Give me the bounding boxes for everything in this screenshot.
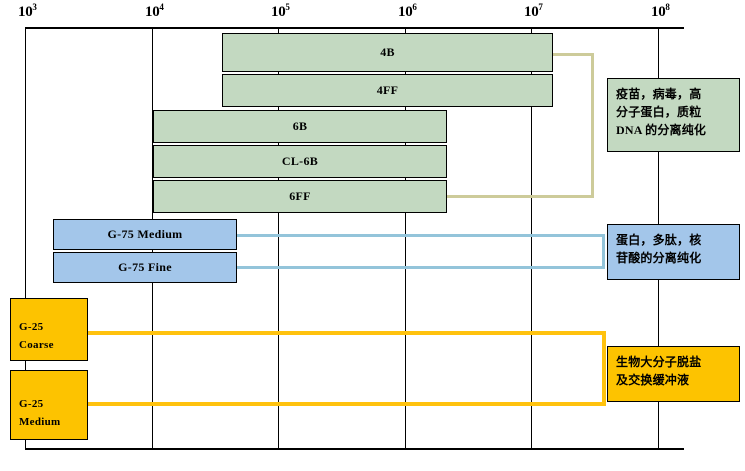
bar-6ff[interactable]: 6FF [153,180,447,213]
connector-green-bottom [446,195,594,198]
bar-cl-6b[interactable]: CL-6B [153,145,447,178]
bar-g25-coarse[interactable]: G-25 Coarse [10,298,88,361]
bar-label: G-75 Medium [107,227,183,241]
callout-g25-media: 生物大分子脱盐 及交换缓冲液 [607,346,740,402]
callout-line: 及交换缓冲液 [616,373,690,387]
axis-tick-label-1e6: 106 [398,2,417,20]
bar-label: G-75 Fine [118,260,172,274]
bar-6b[interactable]: 6B [153,110,447,143]
gridline-1e7 [531,27,533,449]
bar-label: 4B [380,45,395,59]
connector-blue-bottom [236,266,605,269]
connector-green-top [552,53,594,56]
chart-bottom-border [25,448,684,450]
connector-gold-top [87,331,606,335]
axis-tick-label-1e4: 104 [145,2,164,20]
callout-line: DNA 的分离纯化 [616,123,707,137]
callout-line: 生物大分子脱盐 [616,355,702,369]
axis-tick-label-1e5: 105 [271,2,290,20]
axis-tick-label-1e8: 108 [651,2,670,20]
callout-line: 苷酸的分离纯化 [616,251,702,265]
bar-label-line2: Medium [19,416,61,428]
bar-g75-medium[interactable]: G-75 Medium [53,219,237,250]
bar-g75-fine[interactable]: G-75 Fine [53,252,237,283]
bar-4b[interactable]: 4B [222,33,553,72]
axis-tick-label-1e7: 107 [524,2,543,20]
gridline-1e3 [25,27,27,449]
bar-label: 6FF [289,189,311,203]
callout-line: 蛋白，多肽，核 [616,233,702,247]
bar-label: 6B [292,119,308,133]
connector-gold-bottom [87,402,606,406]
callout-g75-media: 蛋白，多肽，核 苷酸的分离纯化 [607,224,740,280]
callout-line: 疫苗，病毒，高 [616,87,702,101]
bar-label-line1: G-25 [19,321,44,333]
bar-label-line1: G-25 [19,398,44,410]
axis-tick-label-1e3: 103 [18,2,37,20]
connector-green-spine [591,53,594,198]
bar-label: 4FF [376,83,399,97]
gridline-1e5 [278,27,280,449]
connector-blue-spine [602,234,605,269]
callout-line: 分子蛋白，质粒 [616,105,702,119]
bar-label: CL-6B [281,154,319,168]
connector-blue-top [236,234,605,237]
x-axis-line [25,27,684,29]
gridline-1e6 [405,27,407,449]
bar-g25-medium[interactable]: G-25 Medium [10,370,88,440]
connector-gold-spine [602,331,606,406]
bar-4ff[interactable]: 4FF [222,74,553,107]
callout-agarose-media: 疫苗，病毒，高 分子蛋白，质粒 DNA 的分离纯化 [607,78,740,152]
bar-label-line2: Coarse [19,339,54,351]
